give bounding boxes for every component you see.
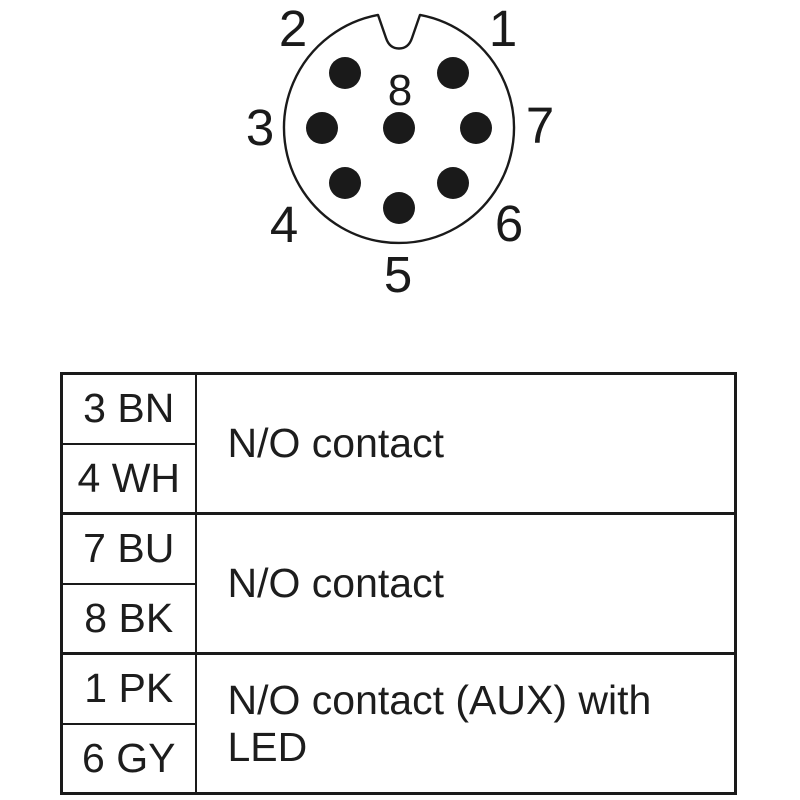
- function-cell-group-2: N/O contact: [194, 512, 737, 655]
- pin-label-4: 4: [270, 196, 298, 253]
- pin-dot-3: [306, 112, 338, 144]
- pin-label-7: 7: [526, 97, 554, 154]
- function-cell-group-3: N/O contact (AUX) with LED: [194, 652, 737, 795]
- pin-cell-7-bu: 7 BU: [60, 512, 197, 585]
- pin-cell-8-bk: 8 BK: [60, 582, 197, 655]
- pin-dot-8: [383, 112, 415, 144]
- connector-pinout-diagram: 1 2 3 4 5 6 7 8: [246, 0, 554, 303]
- pin-dot-7: [460, 112, 492, 144]
- pin-label-5: 5: [384, 246, 412, 303]
- pin-label-3: 3: [246, 99, 274, 156]
- table-row: 6 GY: [60, 722, 736, 795]
- table-row: 7 BU N/O contact: [60, 512, 737, 655]
- table-row: 1 PK N/O contact (AUX) with LED: [60, 652, 737, 795]
- pin-cell-1-pk: 1 PK: [60, 652, 197, 725]
- pin-dot-6: [437, 167, 469, 199]
- pin-dot-2: [329, 57, 361, 89]
- pin-label-1: 1: [489, 0, 517, 57]
- pin-dot-4: [329, 167, 361, 199]
- pin-cell-4-wh: 4 WH: [60, 442, 197, 515]
- pin-label-6: 6: [495, 195, 523, 252]
- pin-assignment-table: 3 BN N/O contact 4 WH 7 BU N/O contact 8…: [60, 372, 737, 795]
- pin-cell-3-bn: 3 BN: [60, 372, 197, 445]
- pin-label-8: 8: [388, 66, 412, 115]
- table-row: 8 BK: [60, 582, 736, 655]
- pin-label-2: 2: [279, 0, 307, 57]
- pin-cell-6-gy: 6 GY: [60, 722, 197, 795]
- table-row: 4 WH: [60, 442, 736, 515]
- function-cell-group-1: N/O contact: [194, 372, 737, 515]
- table-row: 3 BN N/O contact: [60, 372, 737, 515]
- pin-dot-1: [437, 57, 469, 89]
- pin-dot-5: [383, 192, 415, 224]
